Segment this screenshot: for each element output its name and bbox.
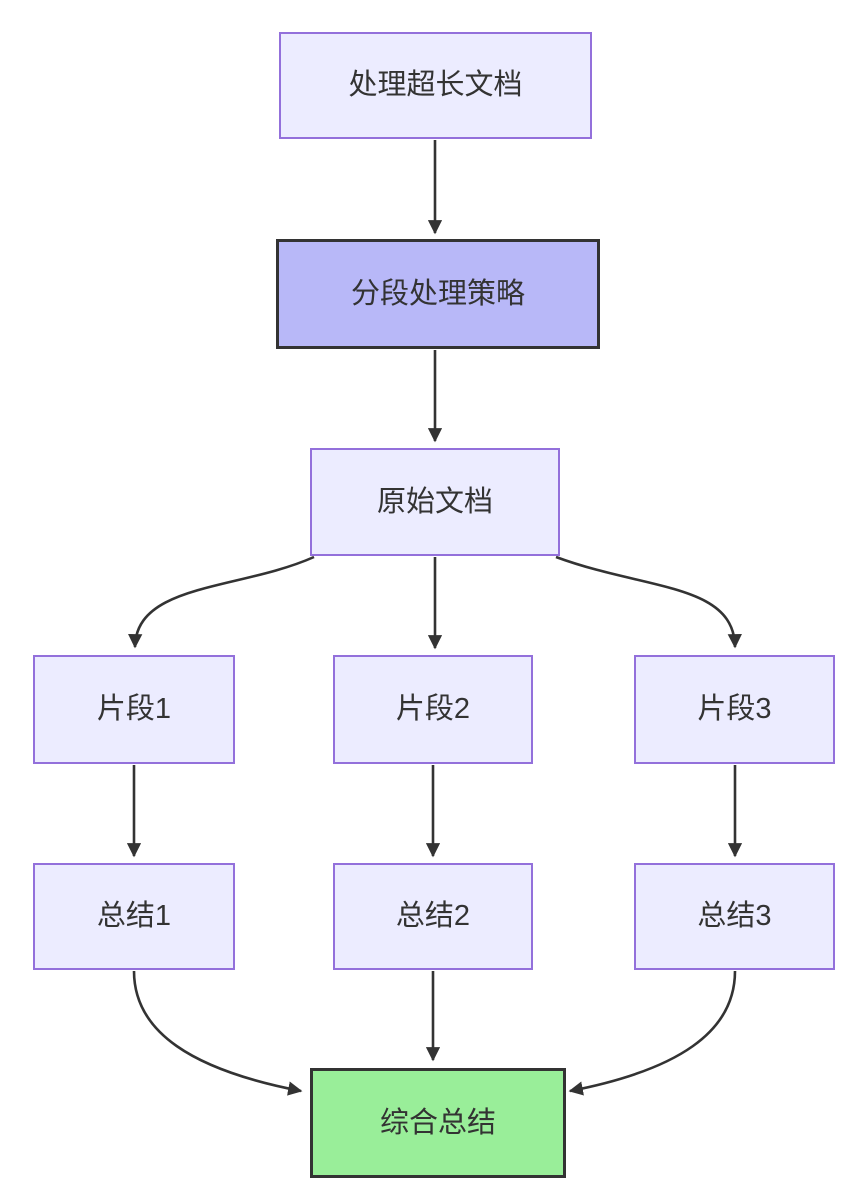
node-label: 片段2 xyxy=(395,693,471,726)
node-label: 片段3 xyxy=(697,693,772,726)
node-label: 分段处理策略 xyxy=(350,277,525,310)
node-summary-1: 总结1 xyxy=(33,863,235,970)
node-label: 处理超长文档 xyxy=(348,69,523,102)
node-summary-3: 总结3 xyxy=(634,863,835,970)
node-original-document: 原始文档 xyxy=(310,448,560,556)
edge-C-F xyxy=(555,555,742,649)
node-label: 综合总结 xyxy=(379,1106,496,1139)
edge-I-J xyxy=(568,970,737,1096)
node-label: 原始文档 xyxy=(376,485,493,518)
edge-C-D xyxy=(128,555,315,649)
node-fragment-3: 片段3 xyxy=(634,655,835,764)
node-label: 总结3 xyxy=(697,900,772,933)
node-segmentation-strategy: 分段处理策略 xyxy=(276,239,600,349)
node-process-long-document: 处理超长文档 xyxy=(279,32,592,139)
node-combined-summary: 综合总结 xyxy=(310,1068,566,1178)
node-fragment-1: 片段1 xyxy=(33,655,235,764)
node-label: 总结1 xyxy=(96,900,172,933)
edge-G-J xyxy=(132,970,303,1096)
node-label: 片段1 xyxy=(96,693,172,726)
node-label: 总结2 xyxy=(395,900,471,933)
node-fragment-2: 片段2 xyxy=(333,655,533,764)
node-summary-2: 总结2 xyxy=(333,863,533,970)
